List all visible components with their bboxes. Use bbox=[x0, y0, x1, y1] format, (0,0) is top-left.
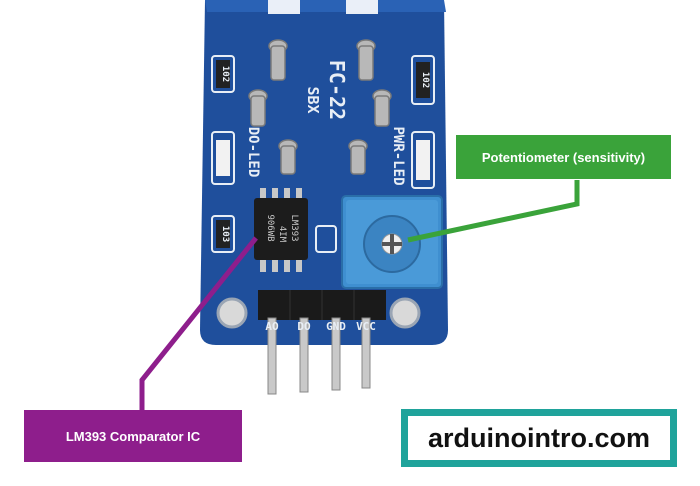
sbx-label: SBX bbox=[304, 86, 322, 113]
pin-label-gnd: GND bbox=[326, 320, 346, 333]
pin-label-do: DO bbox=[297, 320, 311, 333]
do-led-label: DO-LED bbox=[245, 127, 261, 178]
resistor-label-3: 103 bbox=[220, 226, 230, 242]
potentiometer-callout-label: Potentiometer (sensitivity) bbox=[456, 135, 671, 179]
lm393-chip: LM393 4IM 906WB bbox=[254, 188, 308, 272]
resistor-label-1: 102 bbox=[220, 66, 230, 82]
resistor-label-2: 102 bbox=[420, 72, 430, 88]
mount-hole-right bbox=[389, 297, 421, 329]
pin-header bbox=[258, 290, 386, 395]
comparator-callout-line bbox=[139, 236, 258, 410]
pin-label-ao: AO bbox=[265, 320, 279, 333]
pwr-led-label: PWR-LED bbox=[390, 126, 406, 185]
website-watermark: arduinointro.com bbox=[401, 409, 677, 467]
chip-marking-1: LM393 bbox=[289, 214, 299, 241]
mount-hole-left bbox=[216, 297, 248, 329]
header-posts bbox=[248, 39, 392, 175]
potentiometer bbox=[341, 195, 443, 289]
potentiometer-callout-line bbox=[407, 180, 580, 243]
comparator-callout-label: LM393 Comparator IC bbox=[24, 410, 242, 462]
chip-marking-2: 4IM bbox=[277, 226, 287, 243]
smd-components bbox=[211, 55, 435, 253]
smd-capacitor bbox=[315, 225, 337, 253]
pin-label-vcc: VCC bbox=[356, 320, 376, 333]
chip-marking-3: 906WB bbox=[265, 214, 275, 241]
board-model-label: FC-22 bbox=[325, 60, 349, 120]
